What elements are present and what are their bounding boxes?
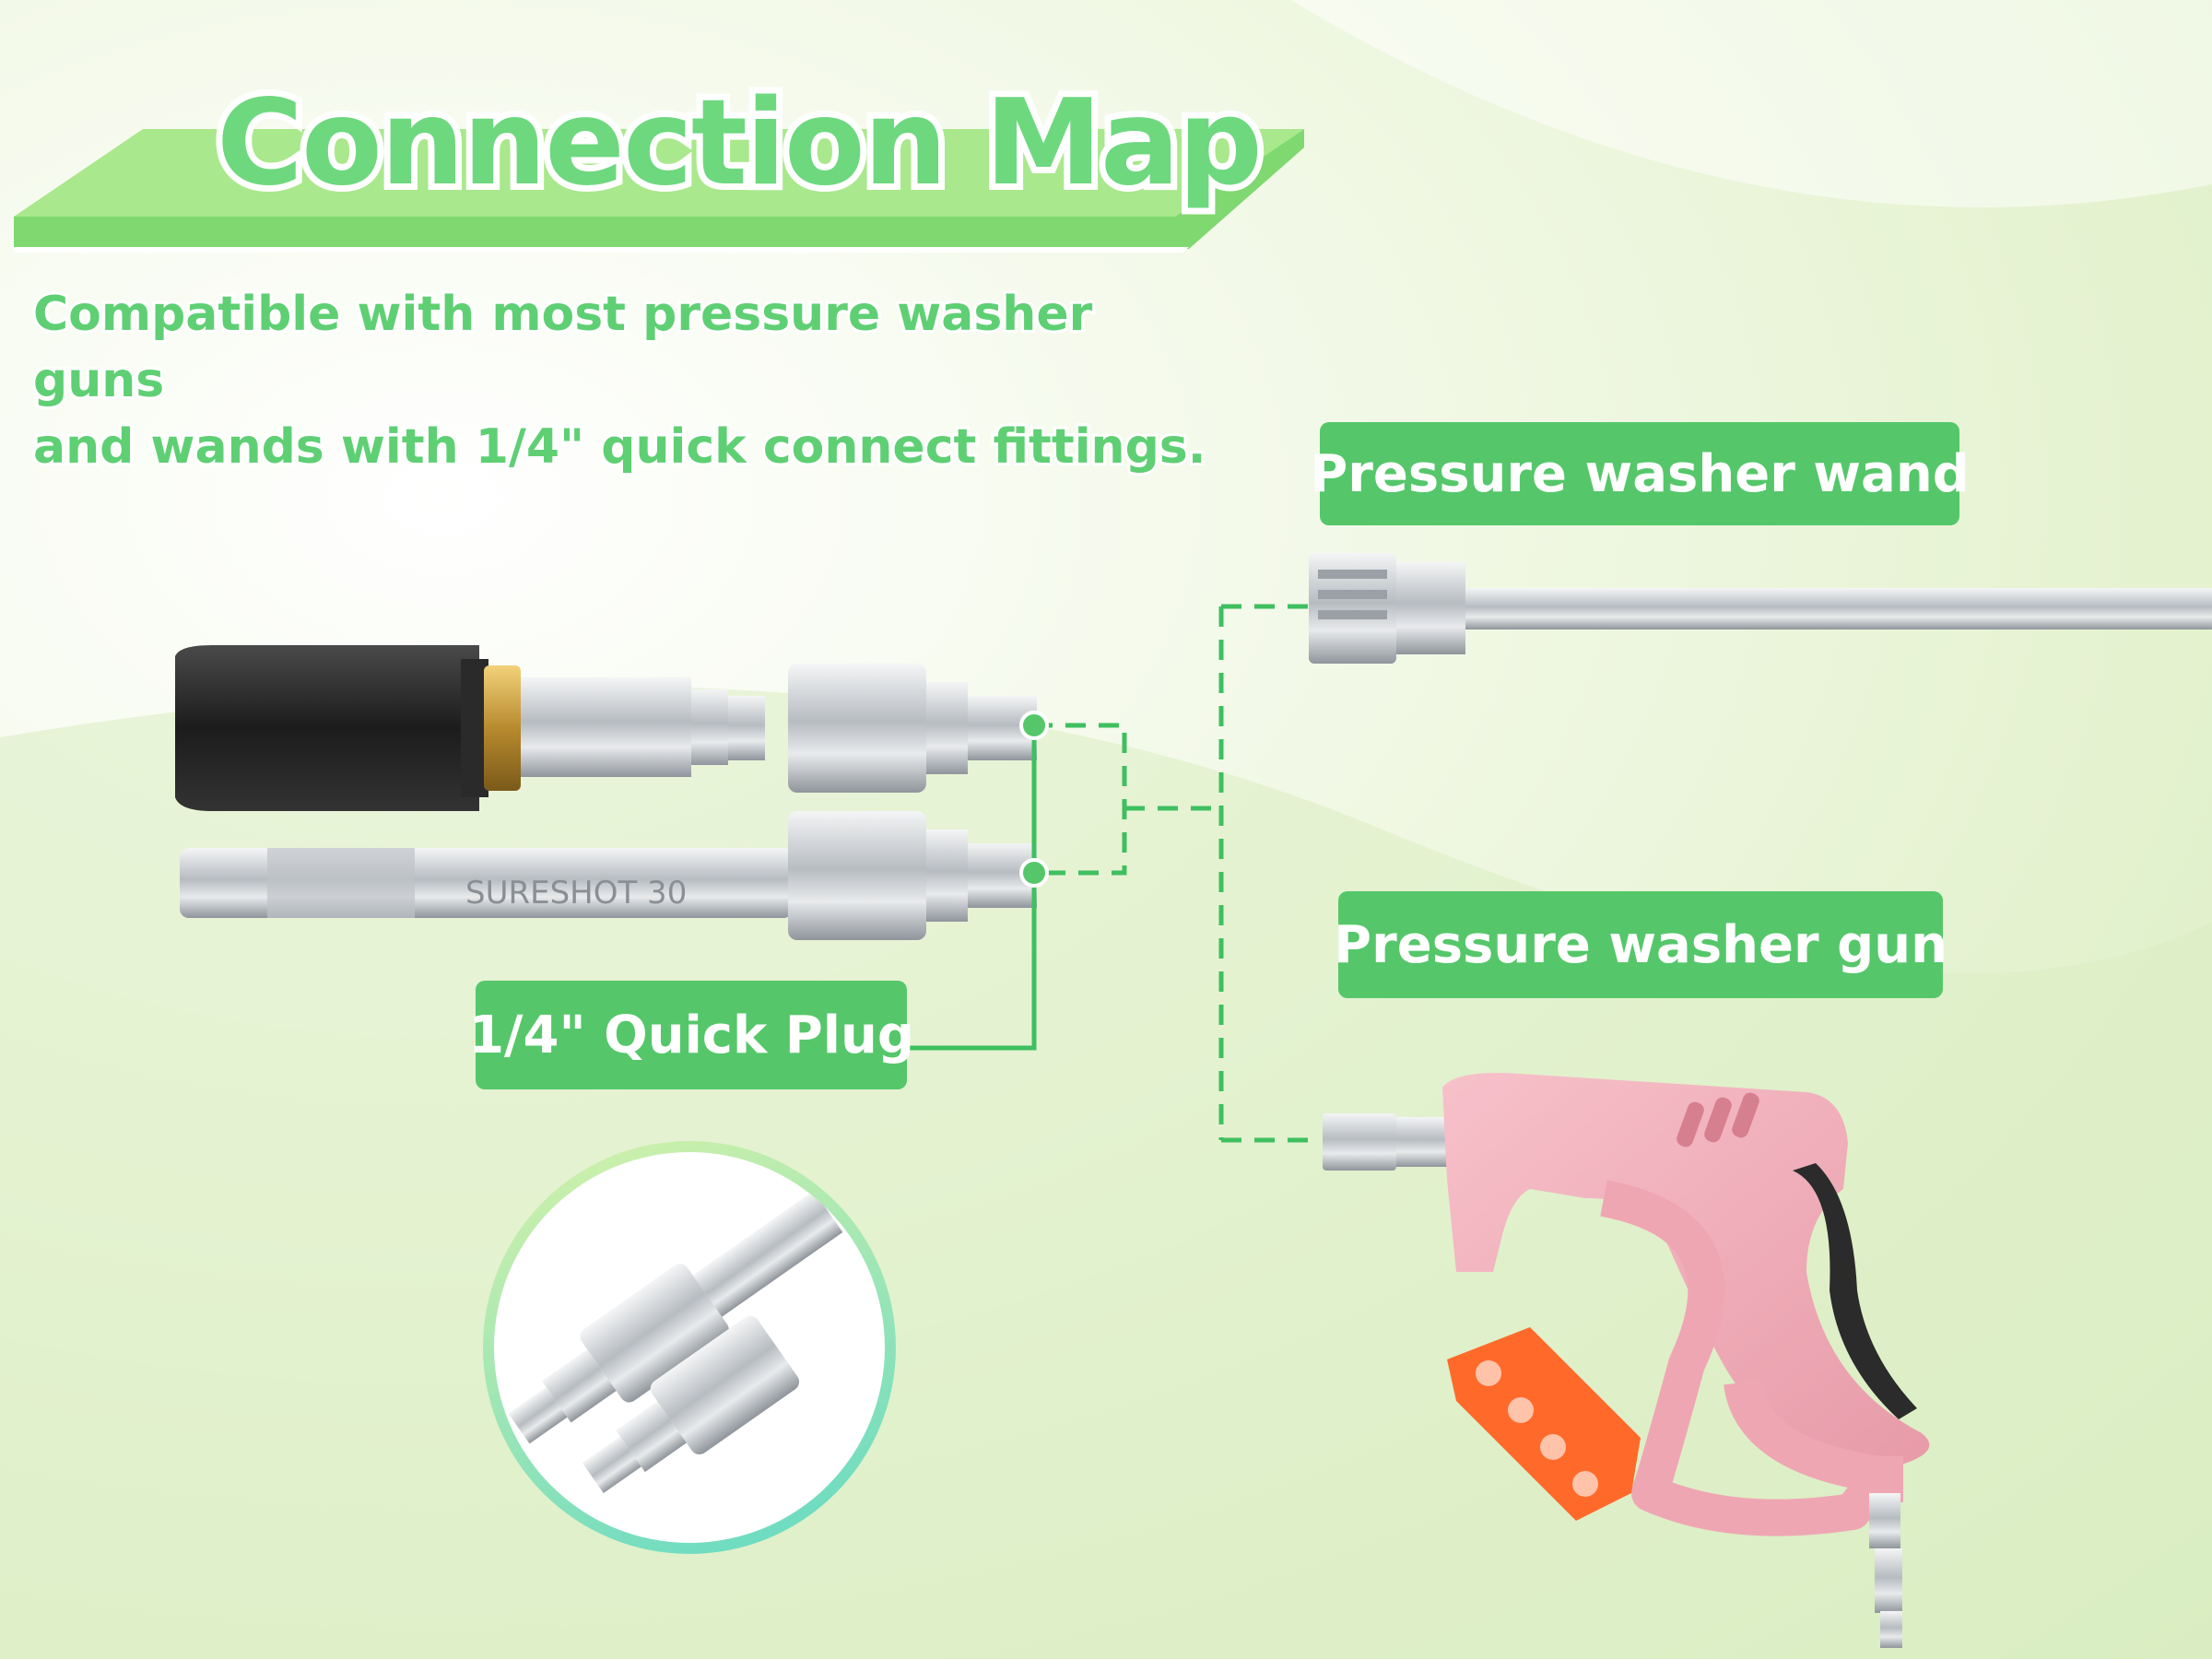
pressure-washer-wand [1309,553,2212,664]
connector-dot-bottom [1019,858,1049,888]
compatibility-note: Compatible with most pressure washer gun… [30,281,1231,480]
gun-label: Pressure washer gun [1334,891,1947,998]
connector-dot-top [1019,711,1049,740]
wand-label: Pressure washer wand [1310,422,1970,525]
straight-nozzle: SURESHOT 30 [180,848,793,918]
dual-nozzle-holder [788,664,1037,940]
connector-lines [907,604,1309,1143]
title-banner [14,129,1304,253]
turbo-nozzle [175,645,765,811]
compatibility-line-2: and wands with 1/4" quick connect fittin… [30,417,1209,477]
closeup-inset [483,1141,896,1554]
orange-nozzle-holder [1447,1327,1641,1521]
closeup-image [494,1152,885,1543]
nozzle-engraving: SURESHOT 30 [465,875,687,912]
quick-plug-label: 1/4" Quick Plug [468,981,914,1089]
compatibility-line-1: Compatible with most pressure washer gun… [30,284,1095,411]
pressure-washer-gun [1323,1073,1930,1648]
page-title: Connection Map [210,75,1269,212]
